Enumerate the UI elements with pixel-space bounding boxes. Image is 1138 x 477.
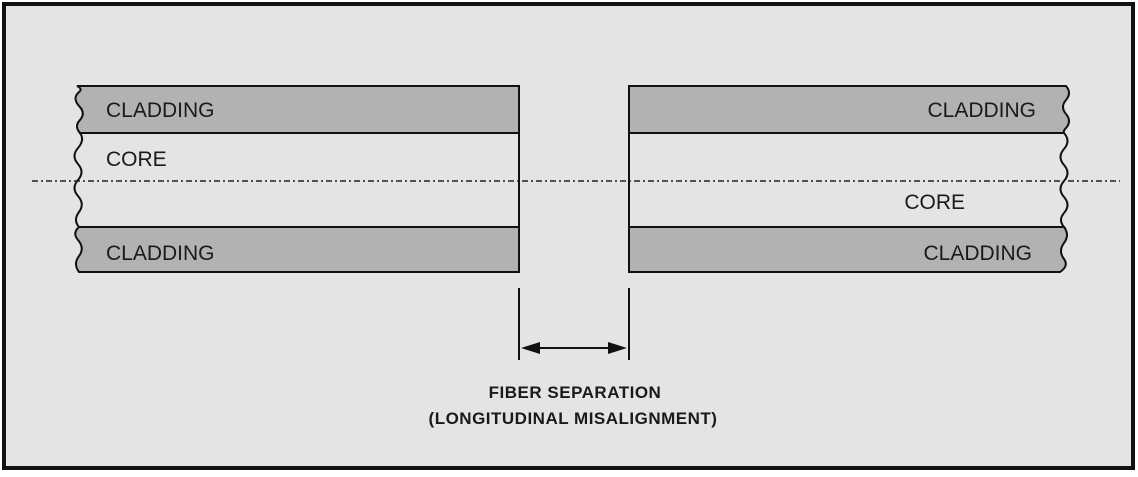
caption-line-2: (LONGITUDINAL MISALIGNMENT) (429, 409, 718, 428)
left-cladding-bottom (74, 226, 520, 273)
separation-arrowhead-left (521, 342, 540, 354)
separation-dimension (518, 288, 630, 360)
left-cladding-top (74, 85, 520, 134)
right-core (628, 132, 1069, 228)
right-fiber (628, 85, 1070, 273)
right-cladding-bottom (628, 226, 1068, 273)
left-core-label: CORE (106, 148, 167, 171)
separation-arrowhead-right (608, 342, 627, 354)
caption-line-1: FIBER SEPARATION (489, 383, 662, 402)
right-cladding-top-label: CLADDING (927, 99, 1036, 122)
left-cladding-top-label: CLADDING (106, 99, 215, 122)
right-core-label: CORE (904, 191, 965, 214)
left-fiber (73, 85, 520, 273)
right-cladding-bottom-label: CLADDING (923, 242, 1032, 265)
left-cladding-bottom-label: CLADDING (106, 242, 215, 265)
right-cladding-top (628, 85, 1070, 134)
